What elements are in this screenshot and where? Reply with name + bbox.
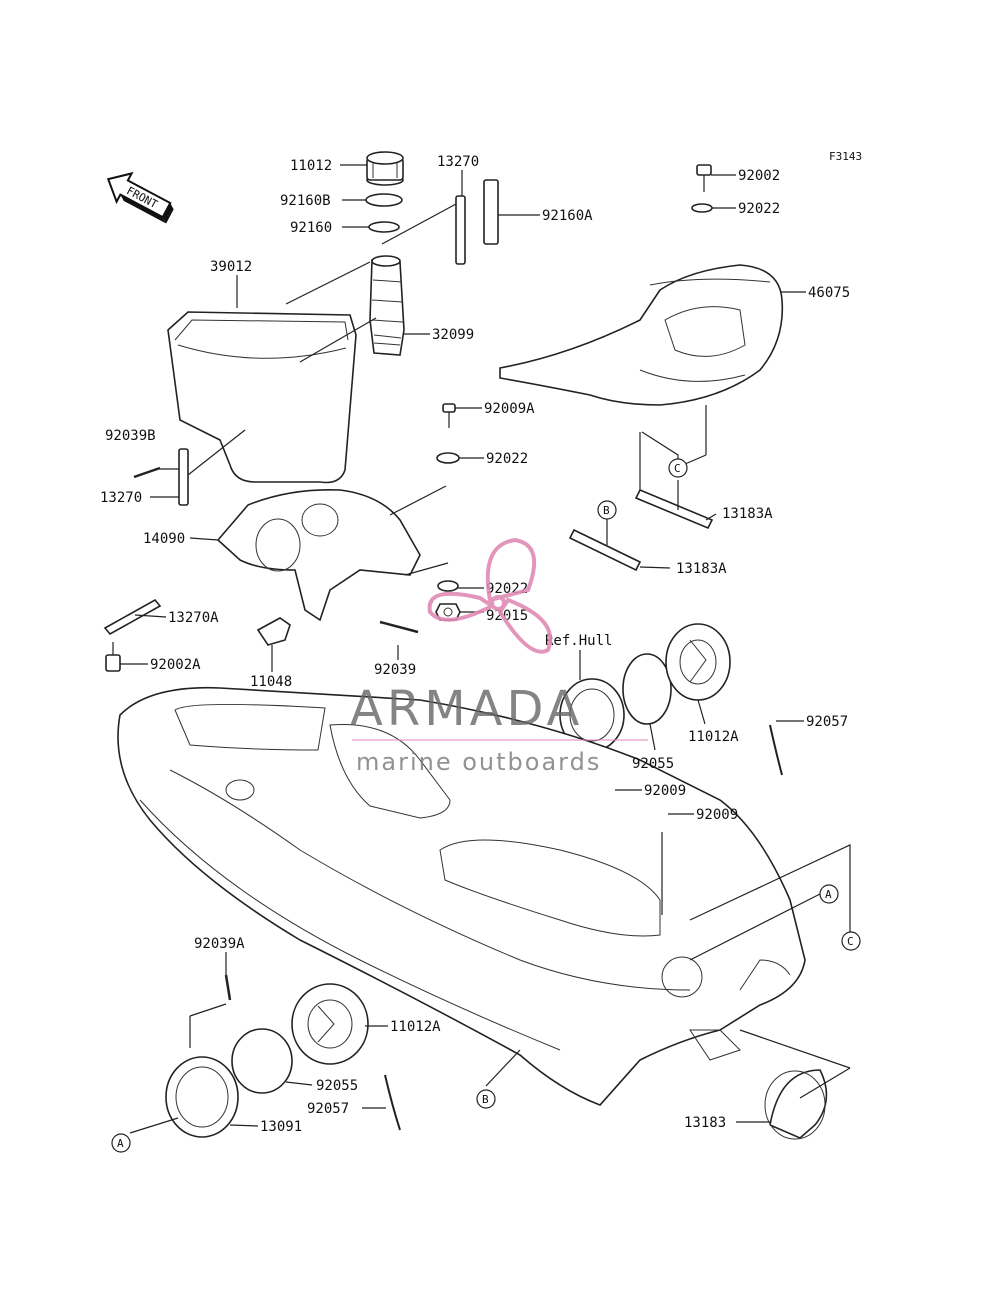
bolt-92002A[interactable] [105, 642, 121, 672]
label-92057-right: 92057 [806, 714, 848, 730]
label-11012A-left: 11012A [390, 1019, 441, 1035]
washer-92022-mid[interactable] [436, 452, 460, 464]
cap-11012[interactable] [366, 151, 404, 186]
washer-92022-low[interactable] [437, 580, 459, 592]
hull-deck[interactable] [117, 686, 806, 1106]
label-13270-left: 13270 [100, 490, 142, 506]
cover-11012A-right[interactable] [665, 623, 731, 701]
seat-46075[interactable] [499, 264, 784, 406]
label-92009-a: 92009 [644, 783, 686, 799]
label-39012: 39012 [210, 259, 252, 275]
label-92039: 92039 [374, 662, 416, 678]
label-11012A-right: 11012A [688, 729, 739, 745]
svg-text:B: B [482, 1093, 489, 1106]
ring-13091[interactable] [165, 1056, 239, 1138]
label-13270-top: 13270 [437, 154, 479, 170]
svg-text:C: C [674, 462, 681, 475]
tube-32099[interactable] [369, 255, 405, 356]
front-arrow-icon: FRONT [106, 171, 174, 224]
label-92160A: 92160A [542, 208, 593, 224]
label-13270A: 13270A [168, 610, 219, 626]
svg-text:A: A [825, 888, 832, 901]
svg-text:A: A [117, 1137, 124, 1150]
pad-92160A[interactable] [483, 179, 499, 245]
label-11012: 11012 [290, 158, 332, 174]
svg-text:B: B [603, 504, 610, 517]
pin-92039A[interactable] [224, 974, 232, 1001]
cable-92057-left[interactable] [384, 1074, 401, 1131]
label-46075: 46075 [808, 285, 850, 301]
strap-13270-left[interactable] [178, 448, 189, 506]
label-92057-left: 92057 [307, 1101, 349, 1117]
strap-13270-top[interactable] [455, 195, 466, 265]
label-13091: 13091 [260, 1119, 302, 1135]
watermark-tagline: marine outboards [356, 748, 601, 776]
ring-13183[interactable] [764, 1069, 828, 1140]
strap-13270A[interactable] [103, 598, 162, 636]
pin-92039[interactable] [379, 620, 419, 634]
label-13183A-mid: 13183A [676, 561, 727, 577]
ref-marker-b-top: B [597, 500, 617, 520]
reference-markers: C B A C B A [111, 458, 861, 1153]
label-92015: 92015 [486, 608, 528, 624]
ref-marker-a-right: A [819, 884, 839, 904]
propeller-logo-icon [427, 537, 553, 654]
ref-marker-b-bottom: B [476, 1089, 496, 1109]
ref-marker-c-top: C [668, 458, 688, 478]
label-92055-right: 92055 [632, 756, 674, 772]
part-labels: 11012 92160B 92160 13270 92160A 39012 32… [100, 154, 850, 1135]
label-92022-mid: 92022 [486, 451, 528, 467]
label-92055-left: 92055 [316, 1078, 358, 1094]
seal-92160B[interactable] [365, 193, 403, 207]
ref-marker-c-right: C [841, 931, 861, 951]
strap-13183A-top[interactable] [634, 488, 714, 530]
label-ref-hull: Ref.Hull [545, 633, 612, 649]
watermark-brand: ARMADA [350, 681, 583, 737]
label-92022-top: 92022 [738, 201, 780, 217]
label-92160: 92160 [290, 220, 332, 236]
label-92002A: 92002A [150, 657, 201, 673]
leader-lines [120, 164, 851, 1134]
cover-11012A-left[interactable] [291, 983, 369, 1065]
watermark: ARMADA marine outboards [350, 537, 648, 776]
label-14090: 14090 [143, 531, 185, 547]
label-13183A-top: 13183A [722, 506, 773, 522]
label-32099: 32099 [432, 327, 474, 343]
label-92009-b: 92009 [696, 807, 738, 823]
strap-13183A-mid[interactable] [568, 528, 642, 572]
label-92039A: 92039A [194, 936, 245, 952]
label-92002: 92002 [738, 168, 780, 184]
figure-code: F3143 [829, 150, 862, 163]
ref-marker-a-bottom: A [111, 1133, 131, 1153]
label-13183: 13183 [684, 1115, 726, 1131]
clamp-11048[interactable] [256, 617, 291, 646]
label-92039B: 92039B [105, 428, 156, 444]
label-11048: 11048 [250, 674, 292, 690]
ring-92160[interactable] [368, 221, 400, 233]
console-14090[interactable] [216, 488, 421, 622]
label-92009A: 92009A [484, 401, 535, 417]
bolt-92009A[interactable] [442, 403, 456, 428]
washer-92022-top[interactable] [691, 203, 713, 213]
svg-text:C: C [847, 935, 854, 948]
cable-92057-right[interactable] [769, 724, 783, 776]
bin-39012[interactable] [167, 311, 357, 484]
gasket-92055-left[interactable] [231, 1028, 293, 1094]
gasket-92055-right[interactable] [622, 653, 672, 725]
bolt-92002[interactable] [696, 164, 712, 192]
label-92160B: 92160B [280, 193, 331, 209]
